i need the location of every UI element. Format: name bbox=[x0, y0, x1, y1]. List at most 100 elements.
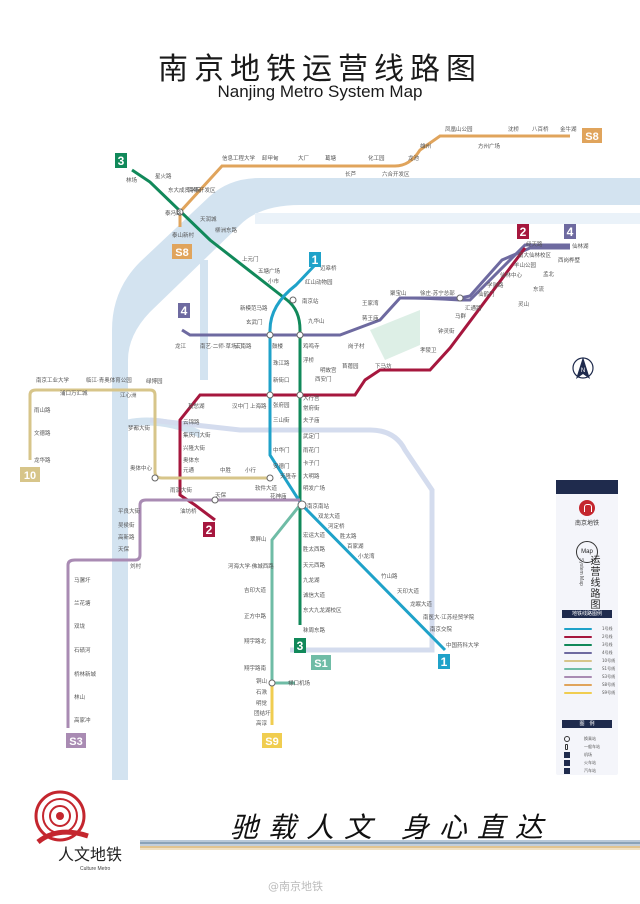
svg-text:莫愁湖: 莫愁湖 bbox=[188, 402, 205, 410]
badge-line-s8-east bbox=[582, 128, 602, 143]
svg-text:常府街: 常府街 bbox=[303, 404, 320, 412]
svg-text:桥林新城: 桥林新城 bbox=[74, 670, 97, 678]
icon-legend-row: 汽车站 bbox=[564, 767, 596, 774]
svg-text:石湫: 石湫 bbox=[256, 688, 268, 696]
badge-line-3 bbox=[115, 153, 127, 168]
legend-row: 4号线 bbox=[564, 650, 613, 656]
svg-text:龙华路: 龙华路 bbox=[34, 456, 51, 464]
icons-title: 图 例 bbox=[562, 720, 612, 728]
svg-text:徐庄·苏宁总部: 徐庄·苏宁总部 bbox=[420, 289, 455, 297]
svg-text:竹山路: 竹山路 bbox=[381, 572, 398, 580]
svg-text:明故宫: 明故宫 bbox=[320, 366, 337, 374]
svg-text:龙眠大道: 龙眠大道 bbox=[410, 600, 433, 608]
map-circle: Map bbox=[576, 541, 598, 563]
svg-text:六合开发区: 六合开发区 bbox=[382, 170, 410, 178]
svg-text:五塘广场: 五塘广场 bbox=[258, 267, 281, 275]
line-3 bbox=[131, 168, 302, 625]
legend-row: S3号线 bbox=[564, 674, 615, 680]
zijin-mountain bbox=[370, 310, 420, 360]
svg-text:西岗桦墅: 西岗桦墅 bbox=[558, 256, 581, 264]
map-title: 南京地铁运营线路图 bbox=[158, 52, 482, 87]
svg-text:仙鹤门: 仙鹤门 bbox=[478, 290, 495, 298]
svg-text:羊山公园: 羊山公园 bbox=[514, 261, 537, 269]
transfer-stations bbox=[151, 208, 464, 687]
weibo-watermark: @南京地铁 bbox=[268, 880, 323, 893]
svg-text:八百桥: 八百桥 bbox=[532, 125, 549, 133]
svg-text:元通: 元通 bbox=[183, 466, 195, 474]
svg-text:诚信大道: 诚信大道 bbox=[303, 591, 326, 599]
svg-text:金牛湖: 金牛湖 bbox=[560, 125, 577, 133]
svg-text:南医大·江苏经贸学院: 南医大·江苏经贸学院 bbox=[423, 613, 475, 621]
badge-line-4-west bbox=[178, 303, 190, 318]
svg-text:中国药科大学: 中国药科大学 bbox=[446, 641, 480, 649]
legend-row: S1号线 bbox=[564, 666, 615, 672]
svg-text:凤凰山公园: 凤凰山公园 bbox=[445, 125, 473, 133]
badge-line-2-west bbox=[203, 522, 215, 537]
svg-text:卡子门: 卡子门 bbox=[303, 459, 320, 467]
svg-text:4: 4 bbox=[181, 304, 188, 318]
badge-line-4-east bbox=[564, 224, 576, 239]
badge-line-1-south bbox=[438, 654, 450, 669]
svg-text:迈皋桥: 迈皋桥 bbox=[320, 264, 337, 272]
svg-text:团结圩: 团结圩 bbox=[254, 709, 271, 717]
svg-text:林山: 林山 bbox=[74, 693, 85, 701]
svg-text:河定桥: 河定桥 bbox=[328, 522, 345, 530]
svg-text:三山街: 三山街 bbox=[273, 416, 290, 424]
svg-text:灵山: 灵山 bbox=[518, 300, 529, 308]
svg-text:胜太西路: 胜太西路 bbox=[303, 545, 326, 553]
svg-text:云南路: 云南路 bbox=[235, 342, 252, 350]
line-s1 bbox=[270, 504, 302, 685]
transfer-station-icon bbox=[564, 735, 570, 742]
svg-text:小行: 小行 bbox=[245, 466, 257, 474]
plum-blossom-icon bbox=[34, 790, 89, 845]
svg-text:王家湾: 王家湾 bbox=[362, 299, 379, 307]
legend-title: 地铁线路图例 bbox=[562, 610, 612, 618]
svg-text:奥体东: 奥体东 bbox=[183, 456, 200, 464]
svg-text:吉印大道: 吉印大道 bbox=[244, 586, 267, 594]
svg-text:天印大道: 天印大道 bbox=[397, 587, 420, 595]
icon-legend-row: 火车站 bbox=[564, 759, 596, 766]
svg-text:新街口: 新街口 bbox=[273, 376, 290, 384]
svg-text:明觉: 明觉 bbox=[256, 699, 268, 707]
svg-text:东大成贤学院: 东大成贤学院 bbox=[168, 186, 202, 194]
railway-station-icon bbox=[564, 759, 570, 766]
culture-metro-logo: 人文地铁 Culture Metro bbox=[34, 790, 122, 872]
svg-text:Culture Metro: Culture Metro bbox=[80, 866, 111, 872]
svg-text:聚宝山: 聚宝山 bbox=[390, 289, 407, 297]
svg-text:下马坊: 下马坊 bbox=[375, 362, 392, 370]
svg-text:仙林中心: 仙林中心 bbox=[500, 271, 523, 279]
svg-text:新模范马路: 新模范马路 bbox=[240, 304, 268, 312]
svg-text:梦都大街: 梦都大街 bbox=[128, 424, 151, 432]
svg-text:兴隆大街: 兴隆大街 bbox=[183, 444, 206, 452]
svg-text:孟北: 孟北 bbox=[543, 270, 555, 278]
svg-text:S8: S8 bbox=[175, 247, 188, 259]
map-subtitle: Nanjing Metro System Map bbox=[217, 82, 423, 101]
svg-text:平良大街: 平良大街 bbox=[118, 507, 141, 515]
panel-header bbox=[556, 480, 618, 494]
svg-text:1: 1 bbox=[441, 655, 448, 669]
svg-text:翠屏山: 翠屏山 bbox=[250, 535, 267, 543]
badge-line-s8-west bbox=[172, 244, 192, 259]
svg-text:软件大道: 软件大道 bbox=[255, 484, 278, 492]
svg-text:经天路: 经天路 bbox=[526, 240, 543, 248]
svg-text:4: 4 bbox=[567, 225, 574, 239]
line-2 bbox=[178, 247, 527, 522]
yangtze-river bbox=[112, 178, 640, 780]
svg-text:天保: 天保 bbox=[215, 491, 227, 499]
svg-text:大行宫: 大行宫 bbox=[303, 394, 320, 402]
svg-text:临江·青奥体育公园: 临江·青奥体育公园 bbox=[86, 376, 132, 384]
svg-text:吴侯街: 吴侯街 bbox=[118, 521, 135, 529]
panel-vertical-sub: System Map bbox=[578, 558, 584, 586]
legend-row: 1号线 bbox=[564, 626, 613, 632]
svg-text:珠江路: 珠江路 bbox=[273, 359, 290, 367]
svg-text:大厂: 大厂 bbox=[298, 154, 310, 162]
panel-brand: 南京地铁 bbox=[574, 520, 599, 527]
badge-line-s3 bbox=[66, 733, 86, 748]
svg-text:集庆门大街: 集庆门大街 bbox=[183, 431, 211, 439]
svg-text:钟灵街: 钟灵街 bbox=[438, 327, 455, 335]
svg-text:江心洲: 江心洲 bbox=[120, 392, 137, 399]
svg-text:刘村: 刘村 bbox=[130, 562, 142, 570]
svg-text:高淳: 高淳 bbox=[256, 719, 268, 727]
svg-text:夫子庙: 夫子庙 bbox=[303, 416, 320, 424]
